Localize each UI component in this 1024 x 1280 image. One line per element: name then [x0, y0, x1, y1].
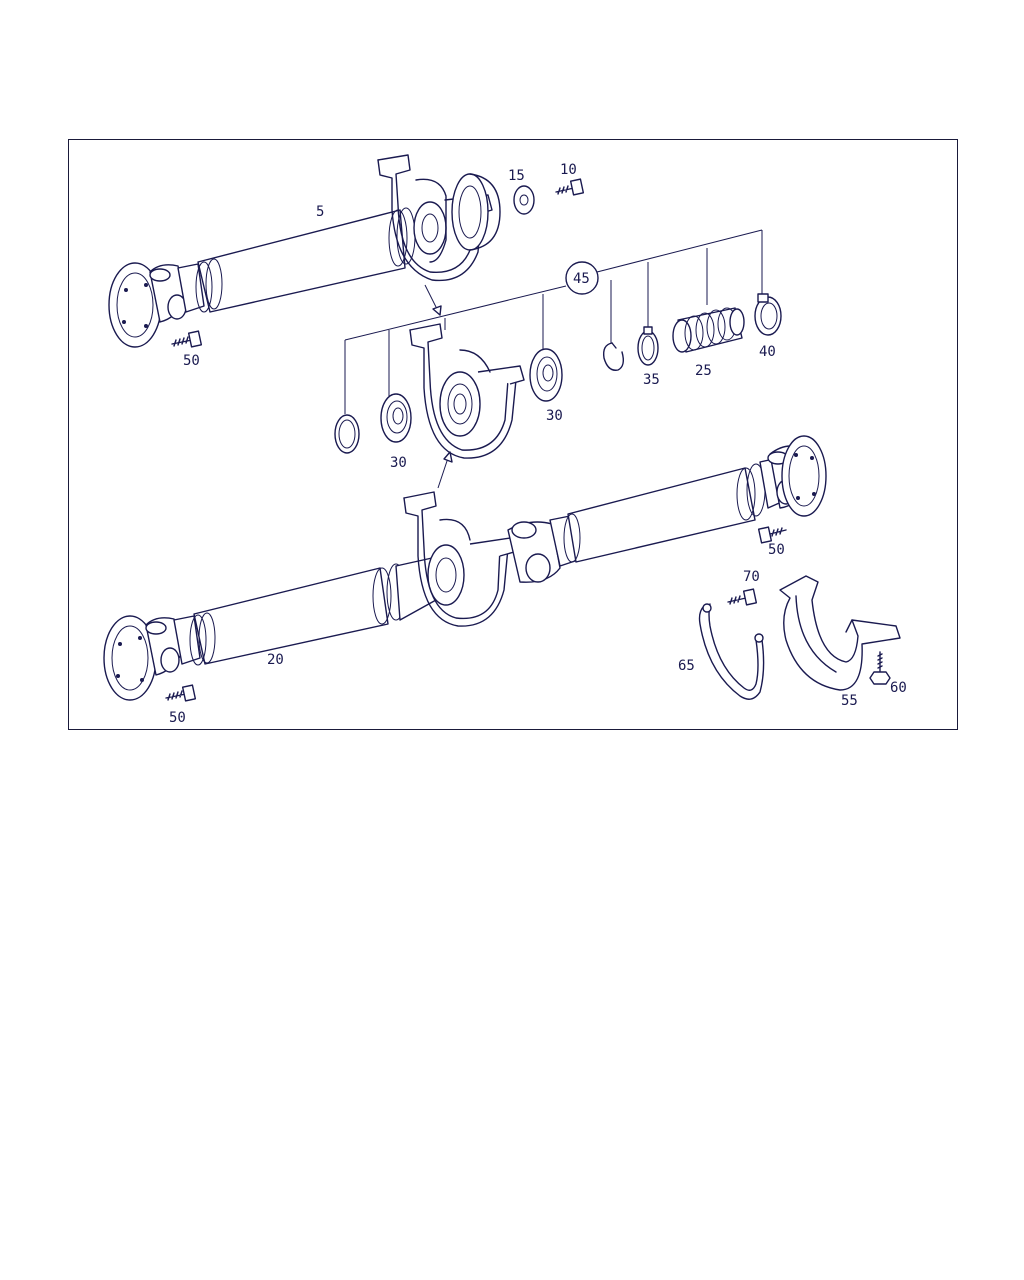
callout-65: 65 [678, 658, 695, 674]
callout-45-leader-lines [344, 229, 763, 489]
callout-45: 45 [573, 271, 590, 287]
callout-30-left: 30 [390, 455, 407, 471]
callout-70: 70 [743, 569, 760, 585]
callout-60: 60 [890, 680, 907, 696]
dust-shield-30-left [380, 393, 412, 443]
callout-5: 5 [316, 204, 324, 220]
callout-55: 55 [841, 693, 858, 709]
boot-25 [672, 307, 745, 353]
callout-30-right: 30 [546, 408, 563, 424]
callout-25: 25 [695, 363, 712, 379]
callout-45-circle [565, 261, 599, 295]
diagram-frame [68, 139, 958, 730]
upper-propshaft [108, 154, 501, 348]
washer-15 [513, 185, 535, 215]
lower-propshaft [103, 435, 827, 701]
bolt-70 [727, 588, 758, 606]
bracket-55 [779, 575, 901, 691]
bolt-50-lower-left [165, 684, 197, 702]
clamp-35 [637, 326, 659, 366]
seal-ring [334, 414, 360, 454]
bolt-60 [869, 651, 891, 685]
clamp-40 [754, 293, 782, 336]
bolt-50-lower-right [757, 526, 787, 544]
callout-40: 40 [759, 344, 776, 360]
callout-50-lower-left: 50 [169, 710, 186, 726]
callout-15: 15 [508, 168, 525, 184]
center-bearing-bracket [409, 323, 525, 459]
callout-35: 35 [643, 372, 660, 388]
callout-50-upper: 50 [183, 353, 200, 369]
callout-50-lower-right: 50 [768, 542, 785, 558]
strap-65 [698, 603, 765, 700]
bolt-10 [555, 178, 585, 196]
dust-shield-30-right [529, 348, 563, 402]
callout-20: 20 [267, 652, 284, 668]
bolt-50-upper [171, 330, 203, 348]
circlip [602, 342, 625, 371]
callout-10: 10 [560, 162, 577, 178]
